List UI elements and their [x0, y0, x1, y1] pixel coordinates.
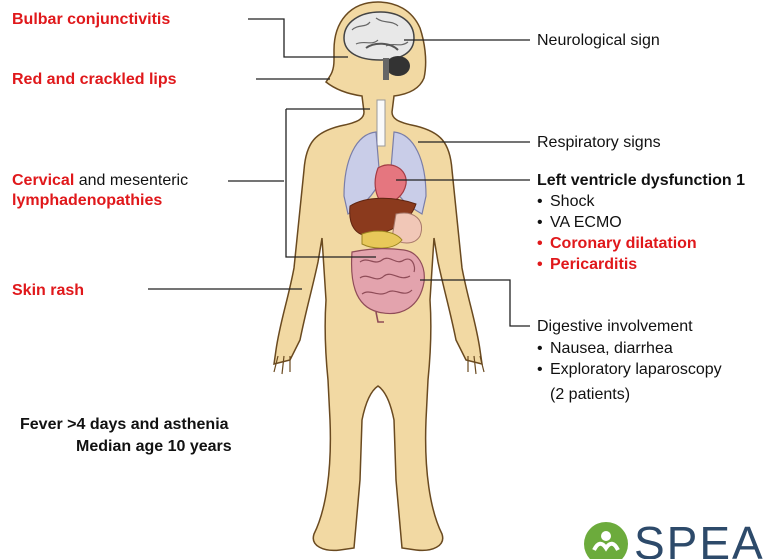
logo-text: SPEA — [634, 516, 765, 559]
lv-item-shock: Shock — [537, 191, 697, 212]
label-skin-rash: Skin rash — [12, 281, 84, 300]
label-bulbar-conjunctivitis: Bulbar conjunctivitis — [12, 10, 170, 29]
footer-fever: Fever >4 days and asthenia — [20, 415, 229, 434]
spea-logo: SPEA — [580, 514, 779, 559]
label-digestive-involvement: Digestive involvement — [537, 317, 693, 336]
dig-item-nausea: Nausea, diarrhea — [537, 338, 722, 359]
lv-item-va-ecmo: VA ECMO — [537, 212, 697, 233]
label-red-crackled-lips: Red and crackled lips — [12, 70, 177, 89]
label-cervical-line: Cervical and mesenteric — [12, 171, 188, 190]
dig-note: (2 patients) — [537, 385, 630, 404]
lv-item-coronary-dilatation: Coronary dilatation — [537, 233, 697, 254]
digestive-list: Nausea, diarrhea Exploratory laparoscopy — [537, 338, 722, 380]
leader-bulbar — [248, 19, 348, 57]
label-lymphadenopathies: lymphadenopathies — [12, 191, 162, 210]
leader-dig — [420, 280, 530, 326]
lv-item-pericarditis: Pericarditis — [537, 254, 697, 275]
lv-list: Shock VA ECMO Coronary dilatation Perica… — [537, 191, 697, 275]
logo-emblem-icon — [580, 514, 630, 559]
trachea — [377, 100, 385, 146]
label-neurological-sign: Neurological sign — [537, 31, 660, 50]
footer-median-age: Median age 10 years — [76, 437, 232, 456]
label-respiratory-signs: Respiratory signs — [537, 133, 661, 152]
dig-item-laparoscopy: Exploratory laparoscopy — [537, 359, 722, 380]
label-cervical: Cervical — [12, 172, 74, 189]
label-left-ventricle-dysfunction: Left ventricle dysfunction 1 — [537, 171, 745, 190]
label-mesenteric: and mesenteric — [74, 172, 188, 189]
